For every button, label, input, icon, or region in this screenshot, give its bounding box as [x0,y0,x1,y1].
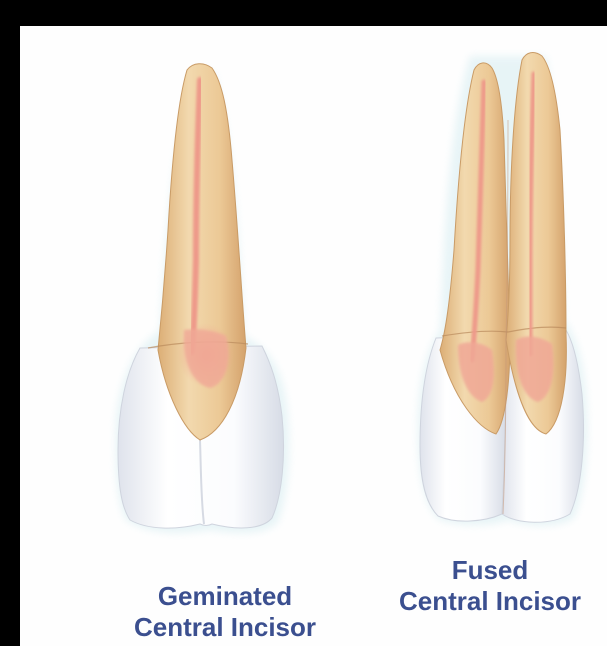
fused-tooth [418,53,588,526]
geminated-caption: Geminated Central Incisor [80,581,370,643]
geminated-caption-line1: Geminated [80,581,370,612]
fused-caption-line2: Central Incisor [386,586,594,617]
geminated-caption-line2: Central Incisor [80,612,370,643]
fused-caption-line1: Fused [386,555,594,586]
fused-caption: Fused Central Incisor [386,555,594,617]
geminated-tooth [115,64,289,533]
